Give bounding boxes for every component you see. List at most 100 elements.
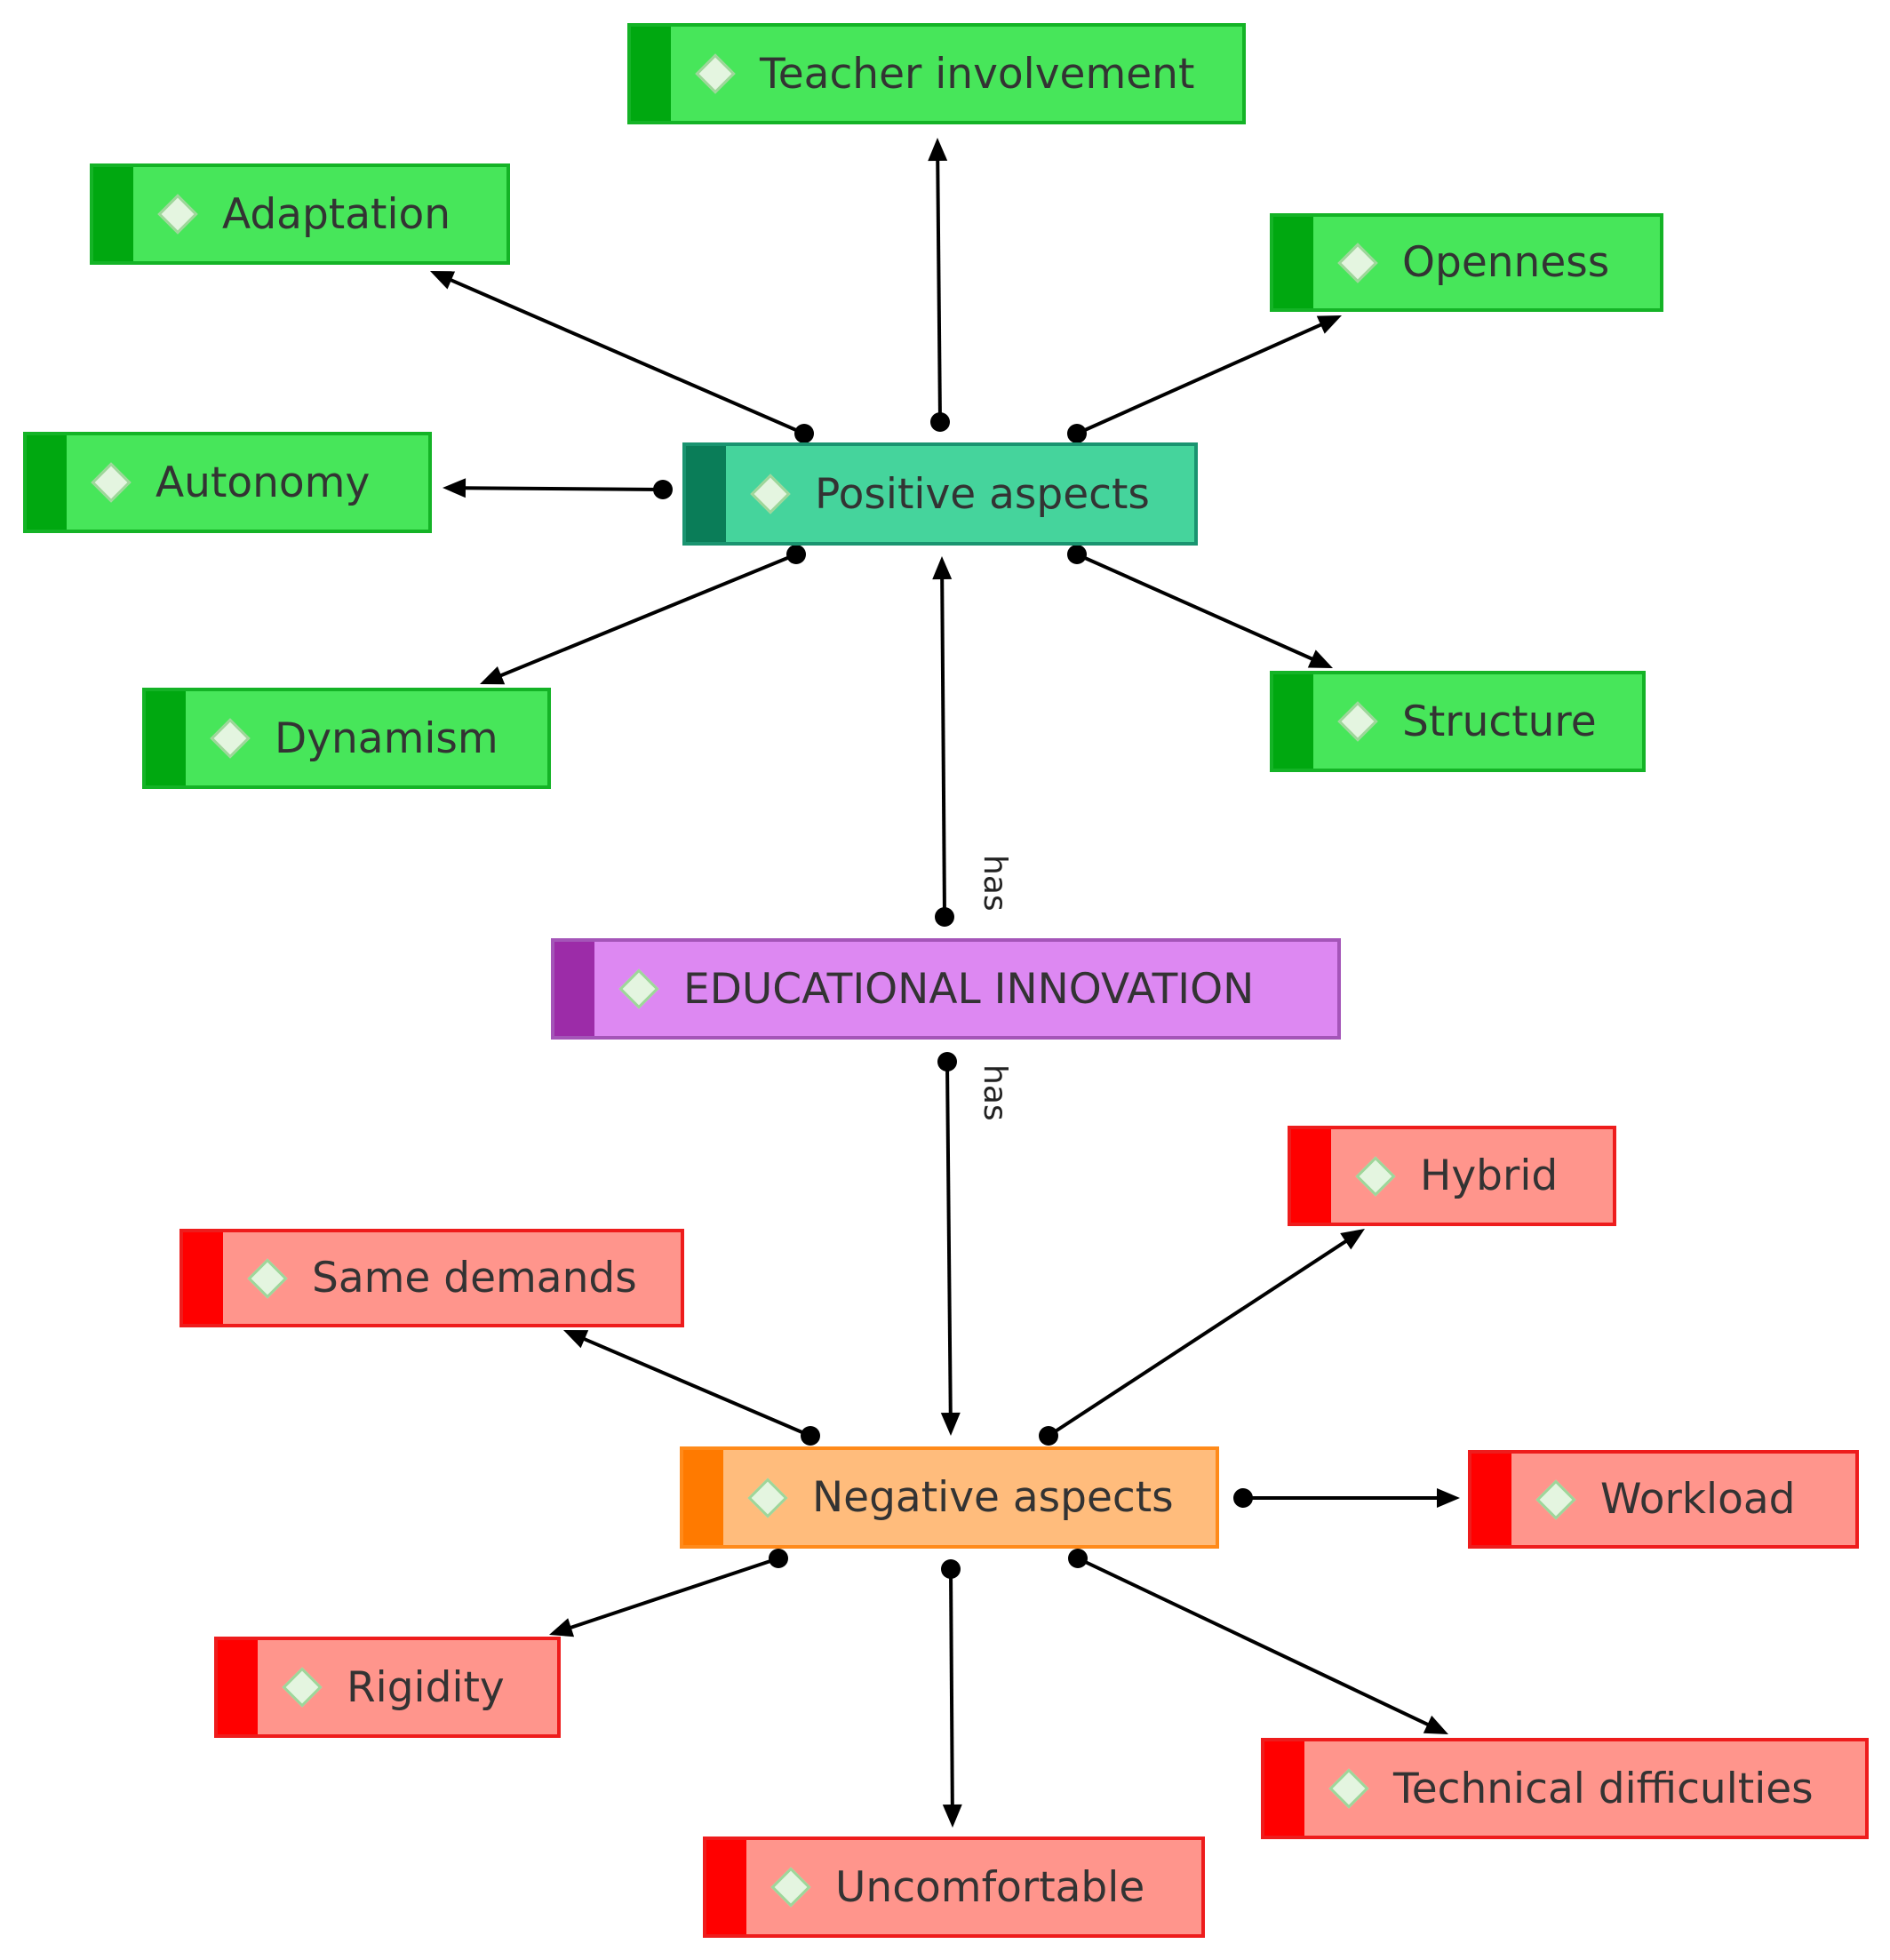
- diamond-icon: [1337, 701, 1378, 742]
- edge-arrowhead: [480, 666, 506, 685]
- node-label: Autonomy: [156, 458, 371, 507]
- edge-arrowhead: [563, 1330, 589, 1349]
- edge-arrowhead: [928, 138, 948, 162]
- edge-line: [949, 1568, 954, 1807]
- edge-start-dot: [941, 1559, 961, 1579]
- edge-positive-to-dynamism: [480, 545, 806, 685]
- diamond-icon: [770, 1867, 811, 1908]
- edge-start-dot: [1067, 424, 1087, 443]
- node-stripe: [631, 27, 671, 121]
- node-autonomy[interactable]: Autonomy: [23, 432, 432, 533]
- node-label: Structure: [1402, 697, 1597, 746]
- node-label: Adaptation: [222, 189, 451, 239]
- edge-line: [463, 486, 664, 491]
- edge-negative-to-hybrid: [1039, 1229, 1365, 1446]
- node-label: Positive aspects: [815, 469, 1150, 519]
- edge-arrowhead: [1307, 649, 1333, 668]
- node-stripe: [1273, 217, 1313, 308]
- node-stripe: [1471, 1454, 1511, 1545]
- node-stripe: [686, 446, 726, 542]
- edge-line: [945, 1061, 953, 1415]
- edge-positive-to-teacher: [928, 138, 950, 432]
- node-stripe: [93, 167, 133, 261]
- node-stripe: [27, 435, 67, 530]
- edge-line: [1076, 553, 1314, 662]
- edge-line: [569, 1557, 779, 1630]
- node-workload[interactable]: Workload: [1468, 1450, 1859, 1549]
- edge-line: [498, 553, 797, 678]
- node-label: Uncomfortable: [835, 1862, 1145, 1912]
- edge-arrowhead: [549, 1618, 575, 1637]
- edge-arrowhead: [1423, 1715, 1448, 1734]
- node-stripe: [1291, 1129, 1331, 1223]
- edge-negative-to-technical: [1068, 1549, 1448, 1734]
- diamond-icon: [1328, 1768, 1369, 1809]
- edge-start-dot: [769, 1549, 788, 1568]
- node-stripe: [218, 1640, 258, 1734]
- edge-start-dot: [1068, 1549, 1088, 1568]
- edge-arrowhead: [430, 271, 456, 290]
- edge-arrowhead: [940, 1412, 961, 1436]
- diamond-icon: [750, 474, 791, 514]
- edge-line: [940, 577, 946, 918]
- edge-negative-to-same-demands: [563, 1330, 820, 1446]
- edge-start-dot: [935, 907, 954, 927]
- edge-start-dot: [1233, 1488, 1253, 1508]
- diamond-icon: [747, 1477, 788, 1518]
- edge-start-dot: [801, 1426, 820, 1446]
- diamond-icon: [157, 194, 198, 235]
- node-same-demands[interactable]: Same demands: [179, 1229, 684, 1327]
- diamond-icon: [282, 1667, 323, 1708]
- node-stripe: [146, 691, 186, 785]
- node-stripe: [1264, 1741, 1304, 1836]
- node-label: Negative aspects: [812, 1473, 1174, 1522]
- edge-line: [1047, 1239, 1349, 1438]
- edge-line: [582, 1336, 811, 1438]
- node-stripe: [1273, 674, 1313, 769]
- node-structure[interactable]: Structure: [1270, 671, 1646, 772]
- edge-line: [1077, 1557, 1431, 1727]
- diamond-icon: [1535, 1478, 1576, 1520]
- node-technical-difficulties[interactable]: Technical difficulties: [1261, 1738, 1869, 1839]
- edge-start-dot: [786, 545, 806, 564]
- node-stripe: [554, 942, 594, 1036]
- node-negative-aspects[interactable]: Negative aspects: [680, 1446, 1219, 1549]
- node-label: Technical difficulties: [1393, 1764, 1814, 1813]
- node-educational-innovation[interactable]: EDUCATIONAL INNOVATION: [551, 938, 1341, 1040]
- diamond-icon: [1337, 242, 1378, 283]
- node-adaptation[interactable]: Adaptation: [90, 163, 510, 265]
- node-stripe: [706, 1840, 746, 1934]
- edge-start-dot: [930, 412, 950, 432]
- edge-arrowhead: [1316, 315, 1342, 334]
- edge-positive-to-autonomy: [443, 478, 673, 499]
- edge-positive-to-adaptation: [430, 271, 814, 443]
- node-label: EDUCATIONAL INNOVATION: [683, 964, 1255, 1014]
- node-hybrid[interactable]: Hybrid: [1288, 1126, 1616, 1226]
- edge-label-has-negative: has: [977, 1064, 1013, 1121]
- node-rigidity[interactable]: Rigidity: [214, 1637, 561, 1738]
- node-dynamism[interactable]: Dynamism: [142, 688, 551, 789]
- edge-arrowhead: [1340, 1229, 1365, 1250]
- edge-center-to-negative: [937, 1052, 961, 1436]
- edge-negative-to-rigidity: [549, 1549, 788, 1637]
- node-label: Rigidity: [347, 1662, 505, 1712]
- node-stripe: [183, 1232, 223, 1324]
- diamond-icon: [618, 968, 659, 1009]
- diamond-icon: [247, 1257, 288, 1299]
- node-teacher-involvement[interactable]: Teacher involvement: [627, 23, 1246, 124]
- edge-line: [1076, 322, 1323, 435]
- node-uncomfortable[interactable]: Uncomfortable: [703, 1837, 1205, 1938]
- node-label: Dynamism: [275, 713, 498, 763]
- edge-positive-to-structure: [1067, 545, 1333, 668]
- node-openness[interactable]: Openness: [1270, 213, 1663, 312]
- edge-center-to-positive: [932, 556, 954, 927]
- node-label: Teacher involvement: [760, 49, 1195, 99]
- node-stripe: [683, 1450, 723, 1545]
- edge-negative-to-uncomfortable: [941, 1559, 962, 1828]
- node-positive-aspects[interactable]: Positive aspects: [682, 442, 1198, 546]
- edge-start-dot: [937, 1052, 957, 1072]
- node-label: Workload: [1600, 1475, 1796, 1524]
- edge-label-has-positive: has: [977, 855, 1013, 912]
